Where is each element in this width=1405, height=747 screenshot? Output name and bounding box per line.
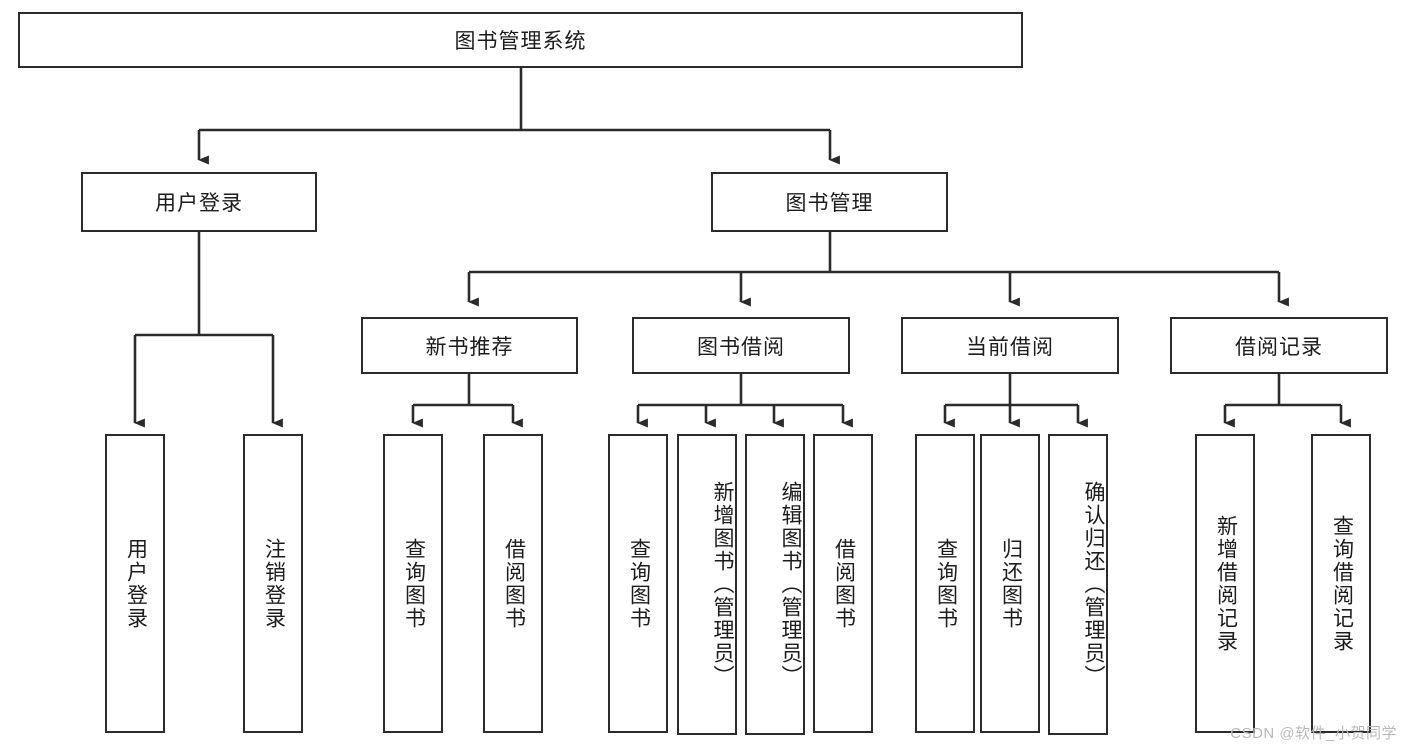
node-borrow-records[interactable]: 借阅记录 (1170, 317, 1388, 374)
leaf-query-borrow-record[interactable]: 查询借阅记录 (1311, 434, 1371, 733)
leaf-borrow-book-recommend[interactable]: 借阅图书 (483, 434, 543, 733)
node-user-login[interactable]: 用户登录 (81, 172, 317, 232)
node-book-borrow[interactable]: 图书借阅 (632, 317, 850, 374)
leaf-query-book-borrow[interactable]: 查询图书 (608, 434, 668, 733)
leaf-confirm-return-admin[interactable]: 确认归还（管理员） (1048, 434, 1108, 735)
node-new-book-recommend[interactable]: 新书推荐 (361, 317, 578, 374)
leaf-user-login[interactable]: 用户登录 (105, 434, 165, 733)
leaf-borrow-book[interactable]: 借阅图书 (813, 434, 873, 733)
leaf-add-book-admin[interactable]: 新增图书（管理员） (677, 434, 737, 735)
leaf-add-borrow-record[interactable]: 新增借阅记录 (1195, 434, 1255, 733)
leaf-query-book-current[interactable]: 查询图书 (915, 434, 975, 733)
leaf-logout-login[interactable]: 注销登录 (243, 434, 303, 733)
watermark-text: CSDN @软件_小贺同学 (1230, 725, 1397, 742)
node-root-system[interactable]: 图书管理系统 (18, 12, 1023, 68)
leaf-return-book[interactable]: 归还图书 (980, 434, 1040, 733)
leaf-edit-book-admin[interactable]: 编辑图书（管理员） (745, 434, 805, 735)
node-current-borrow[interactable]: 当前借阅 (901, 317, 1119, 374)
node-book-management[interactable]: 图书管理 (711, 172, 948, 232)
leaf-query-book-recommend[interactable]: 查询图书 (383, 434, 443, 733)
